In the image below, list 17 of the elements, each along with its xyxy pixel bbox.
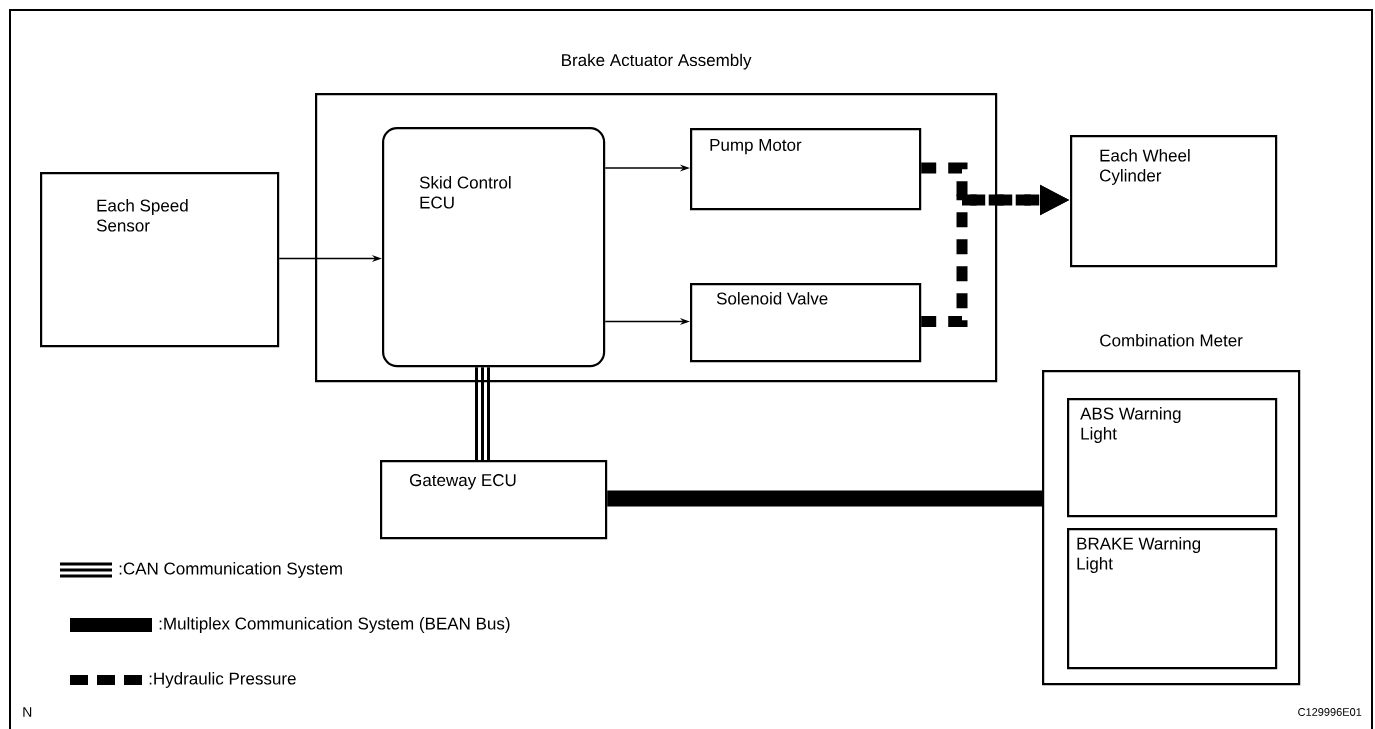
component-box: Solenoid Valve bbox=[690, 283, 922, 363]
corner-letter: N bbox=[23, 707, 32, 717]
component-box: Skid Control ECU bbox=[382, 127, 606, 368]
heading: Brake Actuator Assembly bbox=[562, 53, 752, 70]
can-line bbox=[475, 365, 490, 462]
component-box: ABS Warning Light bbox=[1067, 398, 1278, 518]
component-box: BRAKE Warning Light bbox=[1067, 528, 1278, 670]
legend-text: :CAN Communication System bbox=[119, 562, 342, 578]
box: Each Wheel Cylinder bbox=[1070, 135, 1278, 268]
legend-text: :Hydraulic Pressure bbox=[149, 672, 296, 688]
legend-text: :Multiplex Communication System (BEAN Bus) bbox=[159, 617, 510, 633]
heading: Combination Meter bbox=[1100, 334, 1243, 347]
bus-line bbox=[607, 490, 1042, 507]
figure-code: C129996E01 bbox=[1298, 708, 1362, 716]
box: Each Speed Sensor bbox=[40, 172, 280, 348]
box: Gateway ECU bbox=[380, 460, 608, 540]
component-box: Pump Motor bbox=[690, 128, 922, 211]
